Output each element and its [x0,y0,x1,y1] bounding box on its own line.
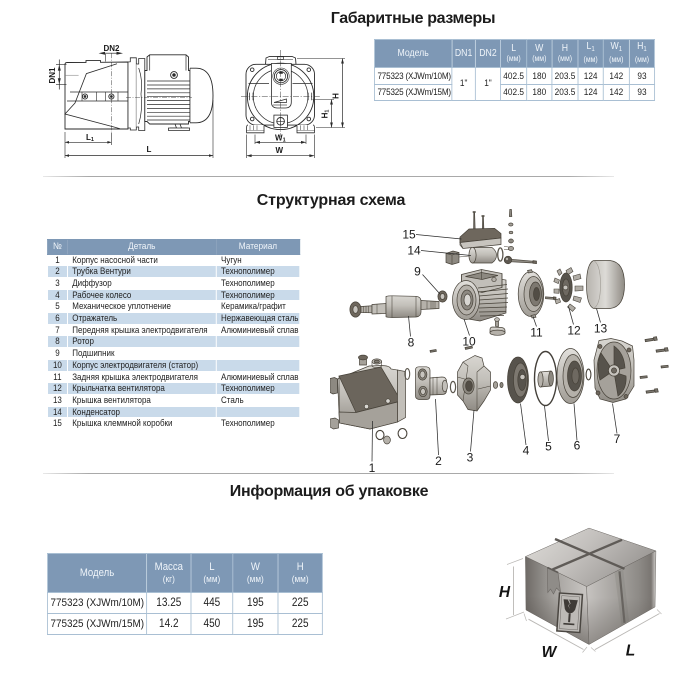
svg-text:8: 8 [408,336,415,350]
svg-text:7: 7 [614,432,621,446]
svg-text:2: 2 [435,454,442,468]
svg-text:11: 11 [530,326,543,340]
svg-text:3: 3 [467,451,474,465]
svg-text:5: 5 [545,440,552,454]
svg-text:12: 12 [567,324,581,338]
svg-text:9: 9 [414,265,421,279]
svg-text:H: H [332,93,341,99]
svg-text:DN2: DN2 [104,44,121,53]
svg-text:W: W [276,146,284,155]
svg-text:W1: W1 [275,133,286,143]
svg-text:H1: H1 [321,110,331,119]
svg-text:DN1: DN1 [48,67,57,84]
svg-text:15: 15 [402,228,416,242]
svg-text:L1: L1 [86,133,94,143]
svg-text:14: 14 [407,244,421,258]
svg-text:4: 4 [523,444,530,458]
svg-text:6: 6 [574,439,581,453]
svg-text:13: 13 [594,322,608,336]
svg-text:1: 1 [369,461,376,475]
svg-text:W: W [542,644,558,661]
svg-text:L: L [626,643,635,660]
svg-text:H: H [499,584,511,601]
svg-text:10: 10 [462,335,476,349]
svg-text:L: L [147,145,152,154]
